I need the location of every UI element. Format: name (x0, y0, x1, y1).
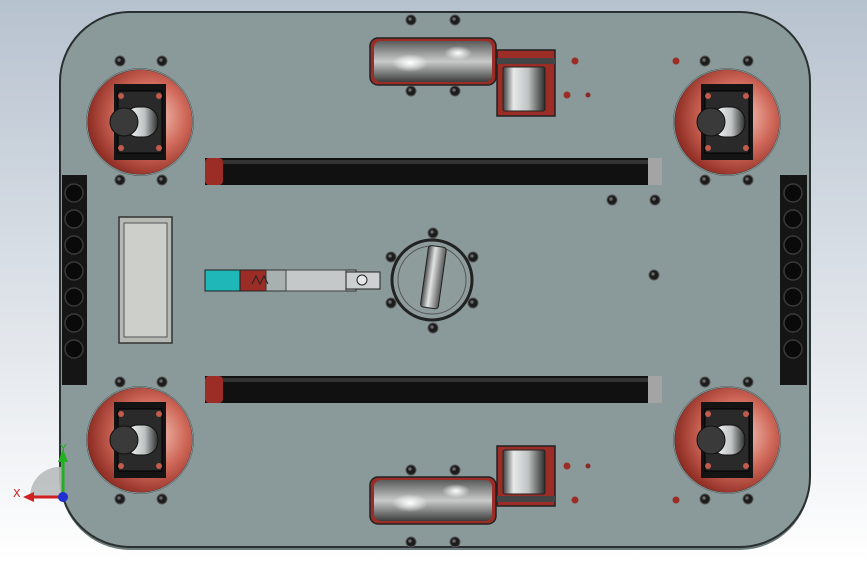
pin-hole (571, 57, 579, 65)
bolt (742, 55, 754, 67)
bolt (699, 376, 711, 388)
bolt (405, 464, 417, 476)
rear-left-caster[interactable] (86, 386, 194, 494)
bolt (156, 376, 168, 388)
pin-hole (563, 462, 571, 470)
bolt (699, 493, 711, 505)
bumper-hole (64, 313, 84, 333)
bolt (114, 174, 126, 186)
front-left-caster[interactable] (86, 68, 194, 176)
rear-right-caster[interactable] (673, 386, 781, 494)
bolt (699, 55, 711, 67)
axis-z-dot-icon (58, 492, 68, 502)
bolt (467, 251, 479, 263)
bumper-hole (64, 235, 84, 255)
bolt (606, 194, 618, 206)
bolt (427, 322, 439, 334)
bolt (385, 297, 397, 309)
bolt (648, 269, 660, 281)
pin-hole (563, 91, 571, 99)
bumper-hole (783, 339, 803, 359)
x-axis-label: X (13, 487, 21, 500)
bolt (467, 297, 479, 309)
bolt (449, 14, 461, 26)
upper-rail[interactable] (205, 158, 662, 185)
bumper-hole (783, 183, 803, 203)
bolt (742, 174, 754, 186)
bumper-hole (783, 261, 803, 281)
pin-hole (672, 57, 680, 65)
bumper-hole (64, 339, 84, 359)
bolt (156, 174, 168, 186)
bolt (699, 174, 711, 186)
bumper-hole (64, 209, 84, 229)
pin-hole (571, 496, 579, 504)
bolt (385, 251, 397, 263)
bolt (114, 376, 126, 388)
bumper-hole (783, 235, 803, 255)
bolt (449, 85, 461, 97)
front-right-caster[interactable] (673, 68, 781, 176)
bolt (156, 493, 168, 505)
pin-hole (585, 92, 591, 98)
bolt (405, 14, 417, 26)
lifting-arm[interactable] (204, 269, 381, 292)
bolt (649, 194, 661, 206)
bumper-hole (783, 313, 803, 333)
bumper-hole (64, 261, 84, 281)
top-drive-wheel-assembly[interactable] (369, 37, 556, 117)
bolt (114, 493, 126, 505)
battery-panel[interactable] (118, 216, 173, 344)
rotary-joint[interactable] (390, 238, 474, 322)
pin-hole (585, 463, 591, 469)
lower-rail[interactable] (205, 376, 662, 403)
bumper-hole (783, 209, 803, 229)
bolt (742, 376, 754, 388)
coordinate-triad: X Y (13, 442, 68, 502)
bolt (427, 227, 439, 239)
bolt (405, 536, 417, 548)
bolt (449, 464, 461, 476)
bolt (449, 536, 461, 548)
bumper-hole (64, 183, 84, 203)
bolt (114, 55, 126, 67)
bolt (156, 55, 168, 67)
y-axis-label: Y (59, 442, 67, 455)
bottom-drive-wheel-assembly[interactable] (369, 445, 556, 525)
pin-hole (672, 496, 680, 504)
bolt (742, 493, 754, 505)
bolt (405, 85, 417, 97)
bumper-hole (783, 287, 803, 307)
bumper-hole (64, 287, 84, 307)
